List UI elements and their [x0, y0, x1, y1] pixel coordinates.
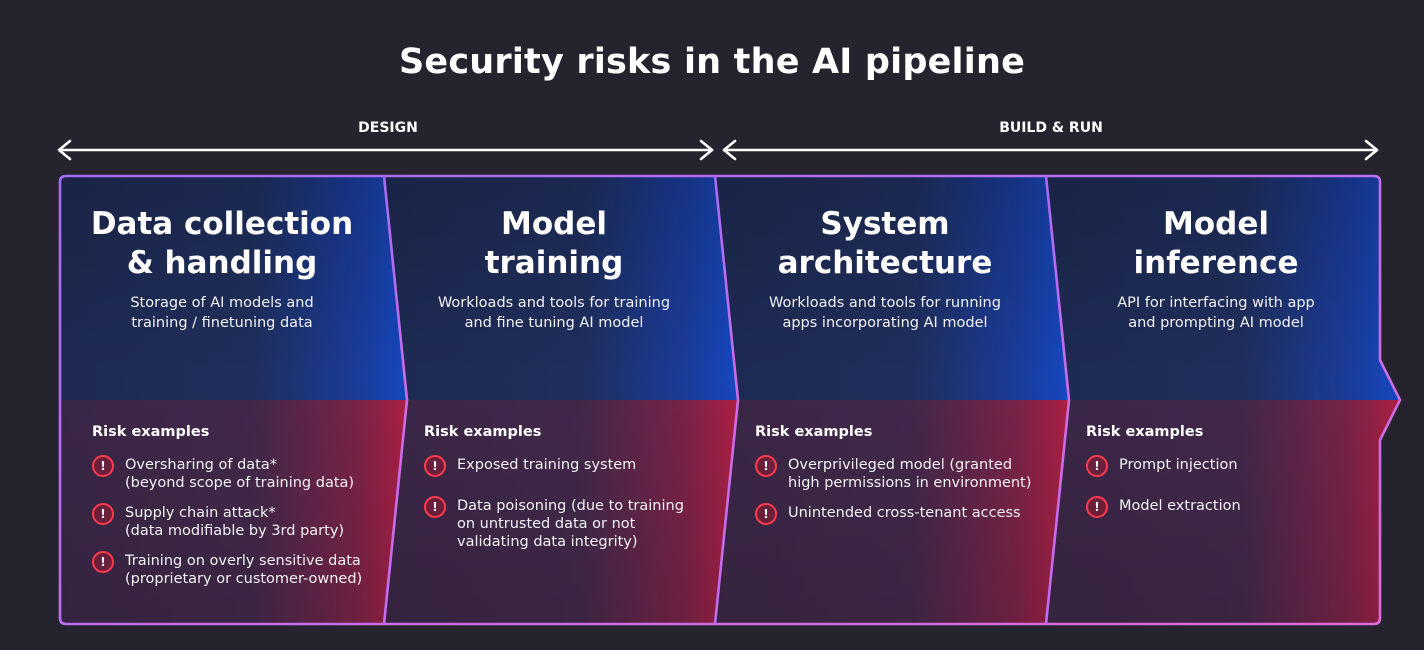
risk-item: ! Oversharing of data* (beyond scope of …: [92, 455, 392, 492]
risk-text: Overprivileged model (granted high permi…: [788, 457, 1032, 491]
risk-item: ! Training on overly sensitive data (pro…: [92, 551, 392, 588]
alert-icon: !: [92, 551, 114, 573]
stage-panel-3: [715, 176, 1069, 624]
alert-icon: !: [424, 455, 446, 477]
risk-item: ! Overprivileged model (granted high per…: [755, 455, 1055, 492]
alert-icon: !: [755, 455, 777, 477]
alert-icon: !: [755, 503, 777, 525]
stage-3-header: System architecture Workloads and tools …: [735, 205, 1035, 333]
design-arrow: [57, 139, 714, 161]
risk-item: ! Data poisoning (due to training on unt…: [424, 496, 724, 551]
stage-3-risks: Risk examples ! Overprivileged model (gr…: [755, 424, 1055, 537]
stage-title: Model training: [484, 206, 624, 281]
risk-item: ! Unintended cross-tenant access: [755, 503, 1055, 525]
risk-item: ! Exposed training system: [424, 455, 724, 477]
phase-arrows: [57, 139, 1379, 161]
risk-text: Prompt injection: [1119, 457, 1238, 473]
alert-icon: !: [92, 455, 114, 477]
risk-heading: Risk examples: [755, 424, 873, 440]
stage-2-risks: Risk examples ! Exposed training system …: [424, 424, 724, 563]
stage-description: API for interfacing with app and prompti…: [1117, 295, 1315, 331]
risk-text: Exposed training system: [457, 457, 637, 473]
risk-item: ! Supply chain attack* (data modifiable …: [92, 503, 392, 540]
phase-label-design: DESIGN: [358, 120, 418, 136]
alert-icon: !: [424, 496, 446, 518]
phase-label-build-run: BUILD & RUN: [999, 120, 1103, 136]
stage-panel-4: [1046, 176, 1400, 624]
stage-panel-1: [60, 176, 407, 624]
stage-description: Storage of AI models and training / fine…: [130, 295, 314, 331]
stage-panel-2: [384, 176, 738, 624]
risk-text: Unintended cross-tenant access: [788, 505, 1021, 521]
alert-icon: !: [92, 503, 114, 525]
pipeline-outline: [58, 174, 1402, 626]
risk-text: Training on overly sensitive data (propr…: [125, 553, 363, 587]
stage-1-risks: Risk examples ! Oversharing of data* (be…: [92, 424, 392, 600]
stage-1-header: Data collection & handling Storage of AI…: [72, 205, 372, 333]
risk-text: Data poisoning (due to training on untru…: [457, 498, 684, 550]
risk-text: Model extraction: [1119, 498, 1241, 514]
stage-4-risks: Risk examples ! Prompt injection ! Model…: [1086, 424, 1386, 530]
risk-heading: Risk examples: [92, 424, 210, 440]
stage-description: Workloads and tools for running apps inc…: [769, 295, 1001, 331]
stage-4-header: Model inference API for interfacing with…: [1066, 205, 1366, 333]
stage-title: Data collection & handling: [90, 206, 354, 281]
risk-item: ! Model extraction: [1086, 496, 1386, 518]
stage-title: Model inference: [1133, 206, 1299, 281]
risk-text: Oversharing of data* (beyond scope of tr…: [125, 457, 355, 491]
stage-description: Workloads and tools for training and fin…: [437, 295, 671, 331]
risk-heading: Risk examples: [1086, 424, 1204, 440]
page-title: Security risks in the AI pipeline: [398, 42, 1026, 82]
stage-title: System architecture: [777, 206, 993, 281]
build-run-arrow: [722, 139, 1379, 161]
stage-2-header: Model training Workloads and tools for t…: [404, 205, 704, 333]
alert-icon: !: [1086, 496, 1108, 518]
risk-heading: Risk examples: [424, 424, 542, 440]
risk-item: ! Prompt injection: [1086, 455, 1386, 477]
alert-icon: !: [1086, 455, 1108, 477]
risk-text: Supply chain attack* (data modifiable by…: [125, 505, 345, 539]
